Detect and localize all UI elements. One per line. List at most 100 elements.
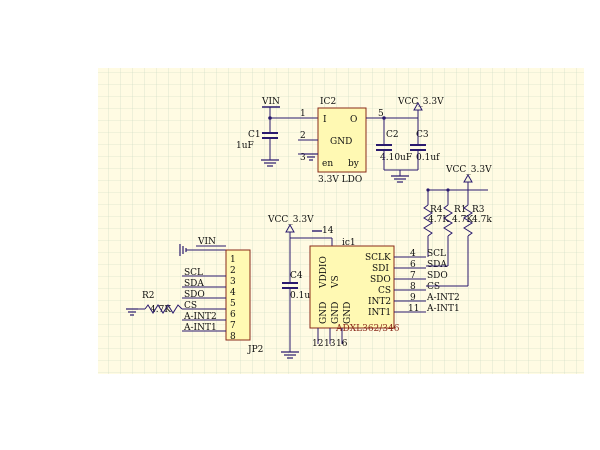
ground-symbol-ldo: [304, 153, 318, 161]
header-net-scl: SCL: [184, 268, 203, 278]
header-net-aint1: A-INT1: [183, 323, 217, 333]
sensor-vddio-pin: VDDIO: [319, 256, 329, 289]
r4-ref: R4: [430, 205, 443, 215]
r3-value: 4.7k: [472, 215, 492, 225]
vcc-pullup-label: VCC_3.3V: [445, 165, 492, 175]
header-pin-8-number: 8: [230, 332, 236, 342]
ground-symbol-c2c3: [391, 175, 409, 183]
c3-value: 0.1uf: [416, 153, 440, 163]
sensor-pin-sdi-number: 6: [410, 260, 416, 270]
header-pin-2-number: 2: [230, 266, 236, 276]
ldo-pin-en-label: en: [322, 159, 333, 169]
c2-value: 4.10uF: [380, 153, 412, 163]
sensor-gnd3-label: GND: [343, 302, 353, 324]
r3-ref: R3: [472, 205, 485, 215]
sensor-pin-cs-number: 8: [410, 282, 416, 292]
sensor-vddio-label: VDDIO: [319, 256, 329, 289]
c4-value: 0.1uf: [290, 291, 314, 301]
ldo-pin-in-label: I: [323, 115, 327, 125]
sensor-pin-sdo-label: SDO: [370, 275, 391, 285]
sensor-top-pin-number: 14: [322, 226, 334, 236]
header-net-cs: CS: [184, 301, 197, 311]
r4-zigzag: [423, 204, 433, 237]
ground-symbol-c4: [281, 351, 299, 359]
ldo-pin-by-label: by: [348, 159, 360, 169]
net-scl-label: SCL: [427, 249, 446, 259]
sensor-pin-sclk-label: SCLK: [365, 253, 391, 263]
sensor-pin-sdi: SDI 6 SDA: [372, 260, 447, 274]
net-aint1-label: A-INT1: [426, 304, 460, 314]
pullup-section: VCC_3.3V R4 4.7K R1 4.7K R3 4.7k: [423, 165, 492, 286]
ldo-pin-gnd-label: GND: [330, 137, 352, 147]
ground-symbol-c1: [261, 159, 279, 167]
sensor-ref: ic1: [342, 238, 356, 248]
ldo-pin-out-label: O: [350, 115, 357, 125]
sensor-pin-sdi-label: SDI: [372, 264, 389, 274]
junction-r4-top: [426, 188, 430, 192]
header-body: [225, 249, 251, 341]
sensor-pin-int1-number: 11: [408, 304, 419, 314]
sensor-pin-int2: INT2 9 A-INT2: [368, 293, 460, 307]
sensor-gnd3-number: 16: [336, 339, 348, 349]
r1-value: 4.7K: [452, 215, 473, 225]
sensor-gnd3-pin: GND: [343, 302, 353, 324]
r1-ref: R1: [454, 205, 467, 215]
sensor-gnd1-number: 12: [312, 339, 323, 349]
sensor-pin-sclk: SCLK 4 SCL: [365, 249, 446, 263]
header-pin-1-number: 1: [230, 255, 236, 265]
sensor-pin-int1: INT1 11 A-INT1: [368, 304, 460, 318]
r2-zigzag: [144, 304, 183, 314]
c1-ref: C1: [248, 130, 261, 140]
sensor-gnd2-label: GND: [331, 302, 341, 324]
vin-label-top: VIN: [261, 97, 280, 107]
header-net-sdo: SDO: [184, 290, 205, 300]
vcc-ldo-label: VCC_3.3V: [397, 97, 444, 107]
net-sda-label: SDA: [427, 260, 447, 270]
ldo-pin3-number: 3: [300, 153, 306, 163]
header-pin-4-number: 4: [230, 288, 236, 298]
sensor-pin-int2-label: INT2: [368, 297, 391, 307]
r3-zigzag: [463, 204, 473, 237]
header-net-sda: SDA: [184, 279, 204, 289]
sensor-pin-sclk-number: 4: [410, 249, 416, 259]
header-pin-7-number: 7: [230, 321, 236, 331]
net-cs-label: CS: [427, 282, 440, 292]
sensor-gnd2-number: 13: [324, 339, 336, 349]
sensor-chip-body: [309, 245, 395, 329]
ldo-ref: IC2: [320, 97, 336, 107]
header-vin-label: VIN: [197, 237, 216, 247]
c3-ref: C3: [416, 130, 429, 140]
c4-ref: C4: [290, 271, 303, 281]
header-section: VIN JP2 1 2 3 4 5 6 7 8 SCL SDA SDO CS A…: [126, 237, 263, 355]
sensor-pin-sdo: SDO 7 SDO: [370, 271, 448, 285]
ldo-pin5-number: 5: [378, 109, 384, 119]
sensor-pin-int2-number: 9: [410, 293, 416, 303]
c1-value: 1uF: [236, 141, 254, 151]
header-pin-3-number: 3: [230, 277, 236, 287]
net-sdo-label: SDO: [427, 271, 448, 281]
header-net-aint2: A-INT2: [183, 312, 217, 322]
sensor-pin-int1-label: INT1: [368, 308, 391, 318]
net-aint2-label: A-INT2: [426, 293, 460, 303]
ldo-section: VIN C1 1uF IC2 1 2 3 5 I O GND en by 3.3…: [236, 97, 444, 185]
ldo-pin2-number: 2: [300, 131, 306, 141]
junction-r1-top: [446, 188, 450, 192]
header-ref: JP2: [247, 345, 263, 355]
r2-ref: R2: [142, 291, 155, 301]
sensor-pin-cs: CS 8 CS: [378, 282, 440, 296]
sensor-vs-label: VS: [331, 275, 341, 289]
sensor-section: VCC_3.3V 14 C4 0.1uf ic1 ADXL362/346 VDD…: [267, 215, 468, 359]
sensor-gnd2-pin: GND: [331, 302, 341, 324]
vcc-sensor-label: VCC_3.3V: [267, 215, 314, 225]
sensor-pin-sdo-number: 7: [410, 271, 416, 281]
sensor-vs-pin: VS: [331, 275, 341, 289]
sensor-gnd1-label: GND: [319, 302, 329, 324]
sensor-part-label: ADXL362/346: [335, 324, 400, 334]
sensor-pin-cs-label: CS: [378, 286, 391, 296]
header-pin-6-number: 6: [230, 310, 236, 320]
ldo-pin1-number: 1: [300, 109, 306, 119]
r1-zigzag: [443, 204, 453, 237]
header-pin-5-number: 5: [230, 299, 236, 309]
